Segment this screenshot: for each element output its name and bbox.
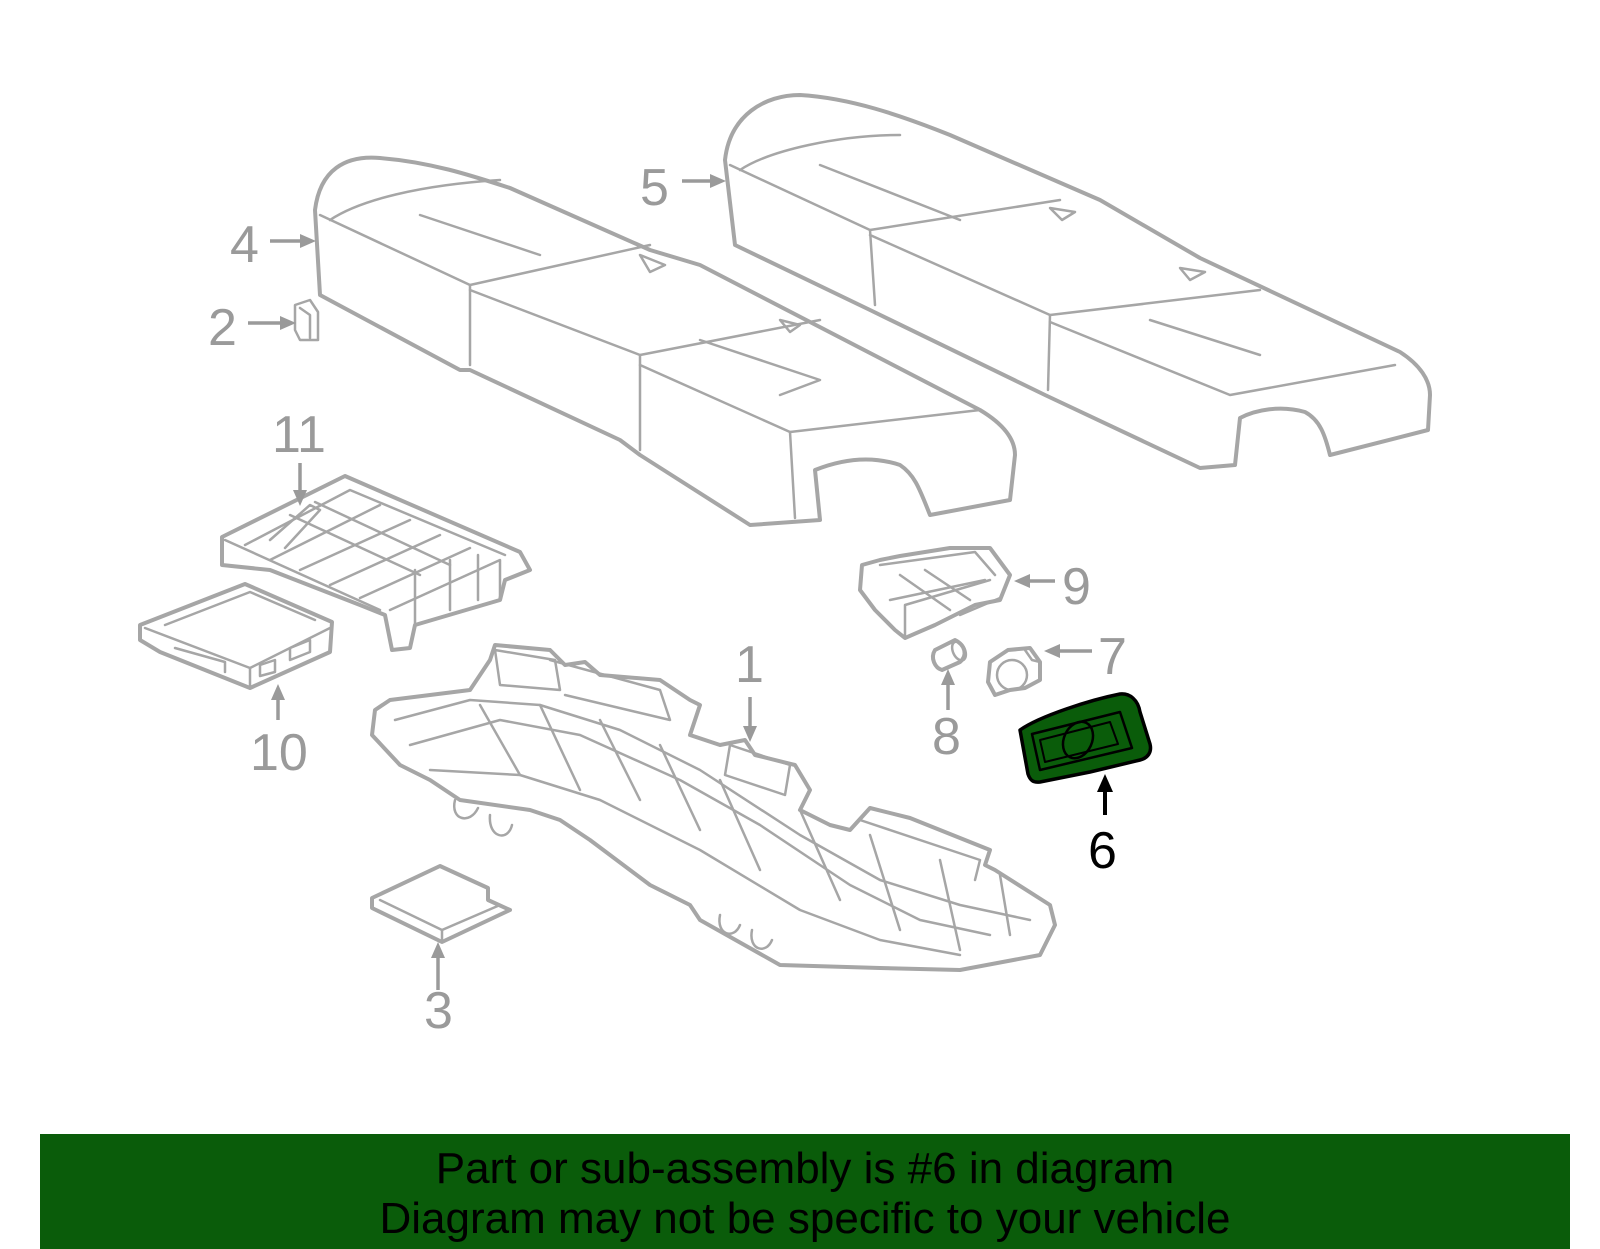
callout-2: 2 [208,299,237,357]
part-2-clip [293,298,320,342]
banner-line-1: Part or sub-assembly is #6 in diagram [435,1144,1175,1193]
callout-arrows [248,174,1113,990]
callout-11: 11 [272,406,326,464]
callout-8: 8 [932,708,961,766]
part-10-control-module [138,582,334,690]
callout-1: 1 [735,636,764,694]
part-5-seat-cushion-right [723,93,1432,470]
callout-6: 6 [1088,822,1117,880]
callout-3: 3 [424,982,453,1040]
part-3-pad [370,864,512,944]
callout-4: 4 [230,216,259,274]
part-7-switch [986,646,1042,697]
part-6-cover-highlighted [1018,692,1153,784]
part-1-seat-frame [370,643,1057,972]
info-banner: Part or sub-assembly is #6 in diagram Di… [40,1134,1570,1249]
callout-9: 9 [1062,558,1091,616]
part-8-pin [931,638,968,672]
part-4-seat-cushion-left [313,155,1017,527]
part-9-bracket [858,546,1012,640]
callout-7: 7 [1098,628,1127,686]
callout-5: 5 [640,159,669,217]
part-11-seat-frame-module [220,474,532,652]
callout-10: 10 [250,724,308,782]
banner-line-2: Diagram may not be specific to your vehi… [379,1194,1231,1243]
